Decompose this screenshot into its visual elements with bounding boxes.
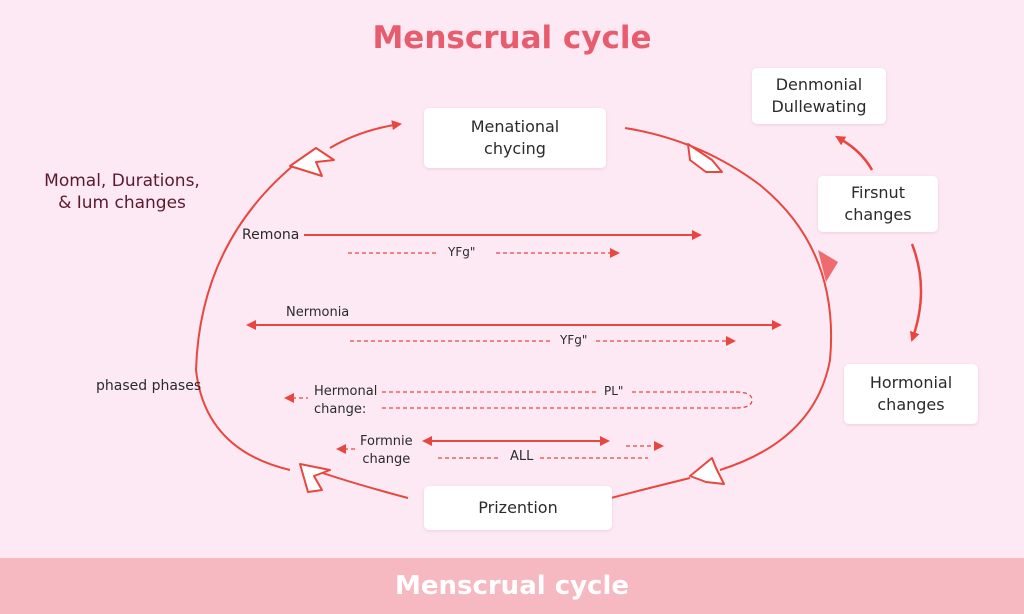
footer-title: Menscrual cycle xyxy=(394,571,630,601)
box-prizention: Prizention xyxy=(424,486,612,530)
box-right-top-text: Denmonial Dullewating xyxy=(771,75,867,116)
row-3-sub: PL" xyxy=(604,384,624,398)
phased-phases-label: phased phases xyxy=(96,378,202,394)
box-firsnut-changes: Firsnut changes xyxy=(818,176,938,232)
box-denmonial: Denmonial Dullewating xyxy=(752,68,886,124)
row-1-arrows xyxy=(304,230,702,258)
box-menational-chycing: Menational chycing xyxy=(424,108,606,168)
box-bottom-text: Prizention xyxy=(478,498,558,517)
row-3-arrows xyxy=(284,391,753,409)
row-1-label: Remona xyxy=(242,227,300,243)
box-hormonial-changes: Hormonial changes xyxy=(844,364,978,424)
row-4-arrows xyxy=(336,436,664,459)
side-label: Momal, Durations, & Ium changes xyxy=(44,171,200,213)
box-right-bottom-text: Hormonial changes xyxy=(869,373,953,414)
box-top-text: Menational chycing xyxy=(470,117,560,158)
row-4-label: Formnie change xyxy=(360,434,413,467)
box-right-mid-text: Firsnut changes xyxy=(844,183,912,224)
ring-arrow-solid xyxy=(818,250,838,282)
diagram-title: Menscrual cycle xyxy=(372,20,652,56)
row-2-arrows xyxy=(246,320,782,346)
row-4-sub: ALL xyxy=(510,449,534,464)
right-chain-arrows xyxy=(835,135,923,342)
row-2-label: Nermonia xyxy=(286,305,350,320)
row-3-label: Hermonal change: xyxy=(314,384,378,417)
ring-chevrons xyxy=(289,143,725,493)
footer-banner: Menscrual cycle xyxy=(0,558,1024,614)
row-1-sub: YFg" xyxy=(448,245,476,259)
row-2-sub: YFg" xyxy=(560,333,588,347)
